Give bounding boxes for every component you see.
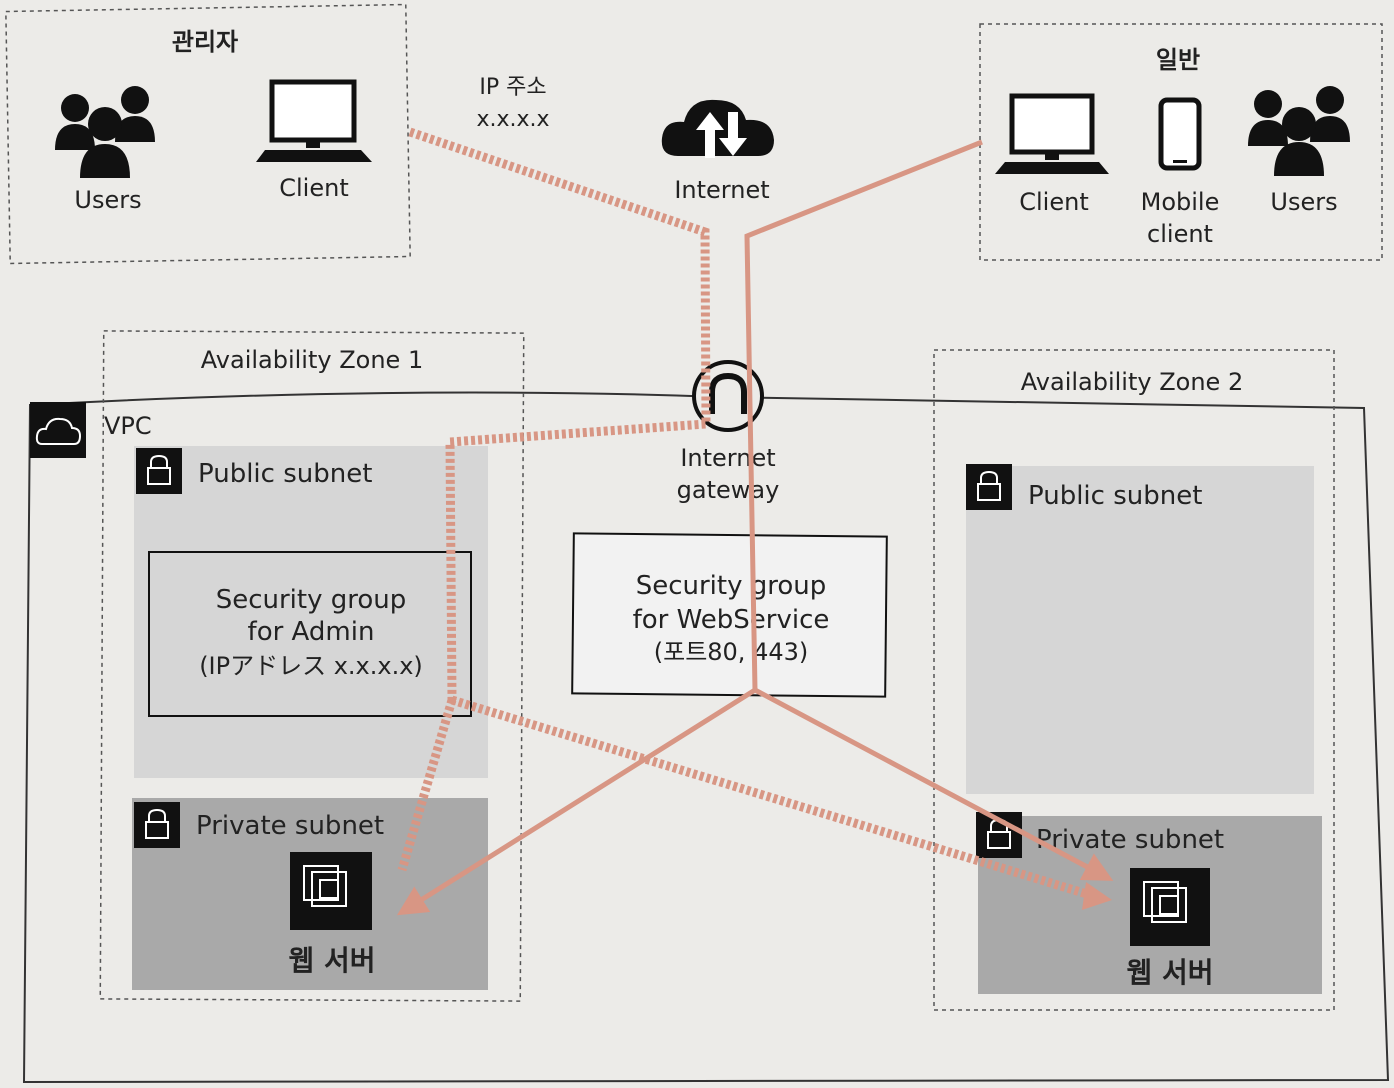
ec2-instance-icon <box>290 852 372 930</box>
lock-glyph <box>977 470 1001 501</box>
security-group-admin <box>148 551 472 717</box>
general-group-box <box>979 23 1383 261</box>
admin-client-label: Client <box>279 174 348 202</box>
lock-icon <box>966 464 1012 510</box>
ip-label-line1: IP 주소 <box>479 75 546 100</box>
gateway-label-line2: gateway <box>677 476 780 504</box>
internet-label: Internet <box>674 176 769 204</box>
admin-users-label: Users <box>74 186 141 214</box>
sg-admin-line1: Security group <box>216 585 407 615</box>
vpc-label: VPC <box>104 412 152 440</box>
ip-label-line2: x.x.x.x <box>476 107 549 132</box>
sg-admin-line2: for Admin <box>248 617 375 647</box>
mobile-label-line2: client <box>1147 220 1213 248</box>
zone1-private-subnet-label: Private subnet <box>196 811 384 841</box>
availability-zone-1-box <box>99 330 525 1002</box>
zone1-label: Availability Zone 1 <box>201 346 423 374</box>
security-group-webservice <box>571 532 888 698</box>
admin-group-box <box>5 3 411 265</box>
zone2-private-subnet-label: Private subnet <box>1036 825 1224 855</box>
zone2-public-subnet-label: Public subnet <box>1028 481 1202 511</box>
general-users-label: Users <box>1270 188 1337 216</box>
users-icon <box>1248 86 1350 176</box>
lock-icon <box>136 448 182 494</box>
sg-web-line2: for WebService <box>633 605 830 635</box>
lock-glyph <box>145 808 169 839</box>
sg-admin-line3: (IPアドレス x.x.x.x) <box>199 652 423 680</box>
lock-glyph <box>147 454 171 485</box>
availability-zone-2-box <box>933 349 1335 1011</box>
admin-group-title: 관리자 <box>172 28 238 56</box>
zone1-public-subnet-label: Public subnet <box>198 459 372 489</box>
admin-flow-arrowhead <box>1082 882 1112 910</box>
sg-web-line3: (포트80, 443) <box>654 638 809 666</box>
zone1-server-label: 웹 서버 <box>288 944 375 977</box>
mobile-phone-icon <box>1158 97 1202 171</box>
web-flow-path <box>396 139 1114 916</box>
mobile-label-line1: Mobile <box>1141 188 1220 216</box>
admin-flow-path <box>397 127 1102 903</box>
users-icon <box>55 86 155 178</box>
sg-web-line1: Security group <box>636 571 827 601</box>
cloud-upload-download-icon <box>661 99 774 158</box>
gateway-label-line1: Internet <box>680 444 775 472</box>
internet-gateway-icon <box>692 360 764 432</box>
vpc-cloud-glyph <box>35 417 82 445</box>
client-computer-icon <box>256 79 372 162</box>
general-group-title: 일반 <box>1156 46 1200 74</box>
ec2-instance-icon <box>1130 868 1210 946</box>
client-computer-icon <box>995 93 1109 174</box>
zone2-public-subnet <box>966 466 1314 794</box>
zone2-label: Availability Zone 2 <box>1021 368 1243 396</box>
lock-icon <box>134 802 180 848</box>
general-client-label: Client <box>1019 188 1088 216</box>
zone2-server-label: 웹 서버 <box>1126 956 1213 989</box>
